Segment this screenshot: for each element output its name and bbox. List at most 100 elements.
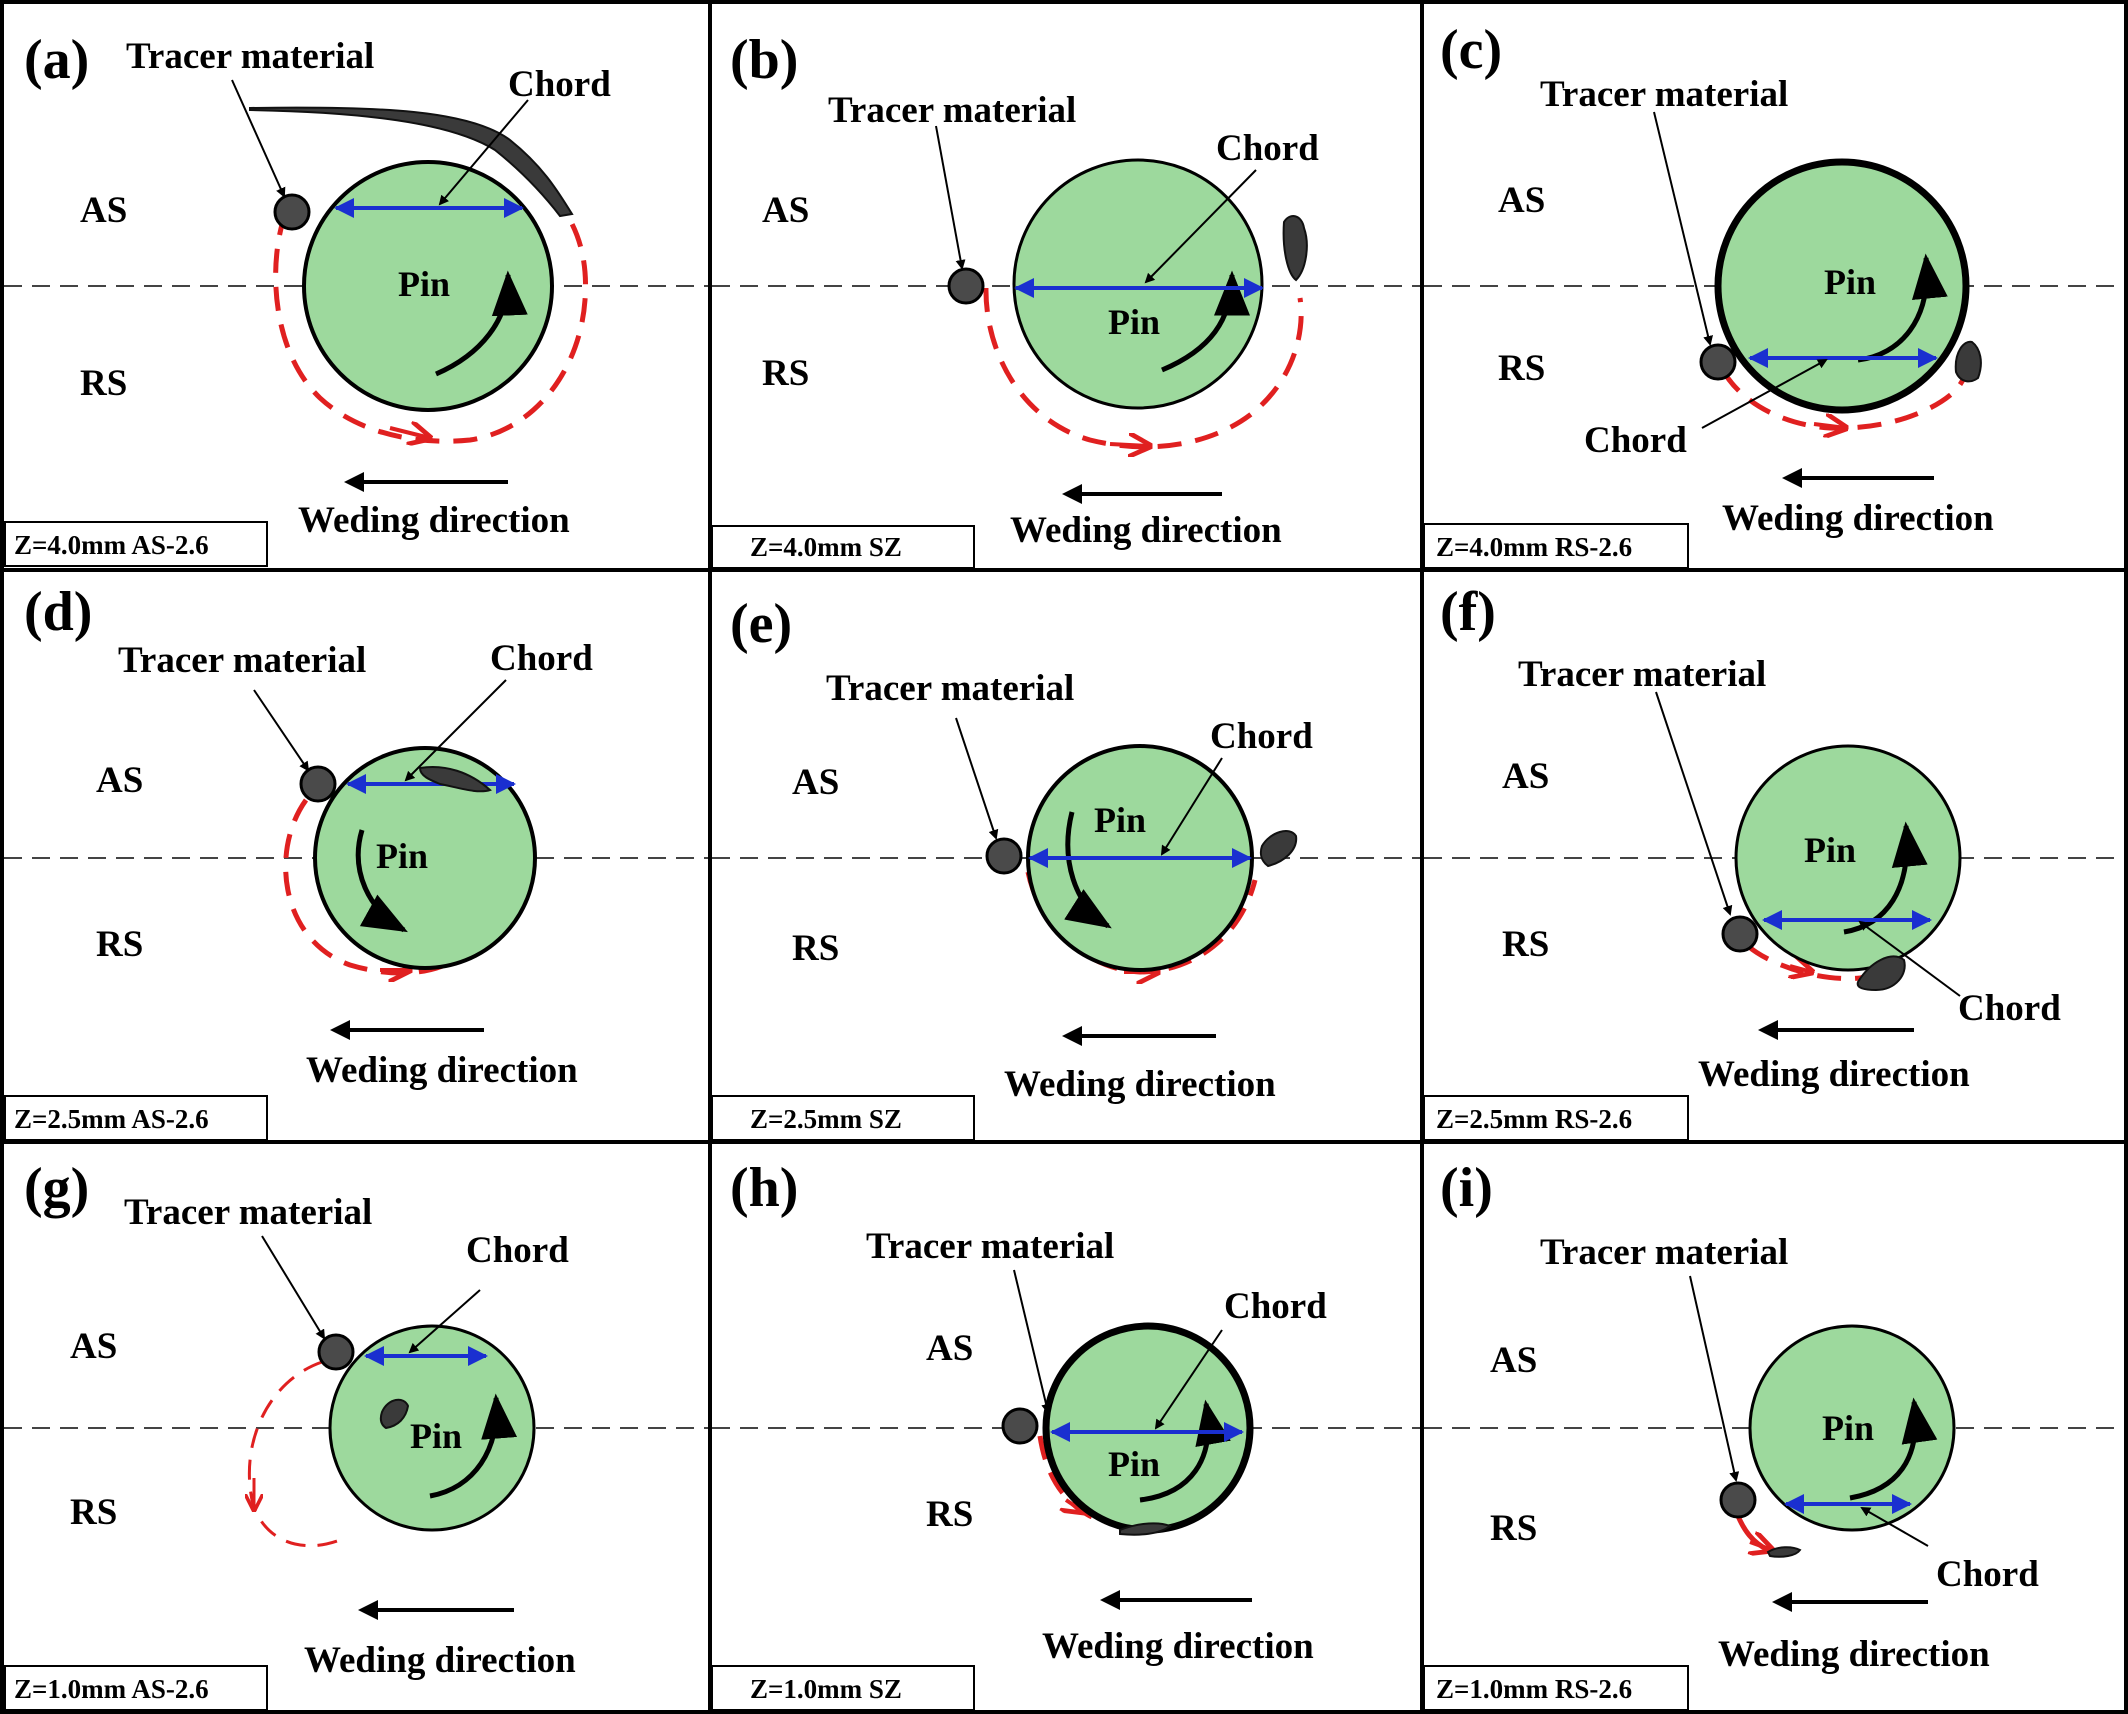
tracer-material-icon: [1719, 1481, 1757, 1519]
flow-direction-marker: [1790, 966, 1812, 972]
pin-circle: [1748, 1324, 1956, 1532]
flow-direction-marker: [1813, 424, 1846, 428]
deposited-material: [249, 106, 574, 218]
welding-direction-label: Weding direction: [1010, 510, 1282, 551]
pin-label: Pin: [1822, 1408, 1874, 1448]
pin-label: Pin: [1108, 302, 1160, 342]
panel-d: (d) Tracer material Chord AS RS Pin Wedi…: [4, 581, 708, 1141]
advancing-side-label: AS: [80, 190, 127, 231]
pin-label: Pin: [376, 836, 428, 876]
welding-direction-label: Weding direction: [304, 1640, 576, 1681]
panel-caption: Z=1.0mm AS-2.6: [14, 1674, 209, 1704]
pin-label: Pin: [1108, 1444, 1160, 1484]
rotation-arrow: [429, 1393, 518, 1499]
retreating-side-label: RS: [70, 1492, 117, 1533]
chord-label: Chord: [508, 64, 611, 105]
tracer-material-icon: [1721, 915, 1759, 953]
tracer-material-icon: [299, 765, 337, 803]
welding-direction-label: Weding direction: [306, 1050, 578, 1091]
tracer-leader: [1653, 111, 1713, 346]
caption-box: [711, 1665, 975, 1711]
rotation-arrow: [435, 270, 528, 377]
retreating-side-label: RS: [80, 363, 127, 404]
welding-direction-label: Weding direction: [298, 500, 570, 541]
tracer-material-icon: [317, 1333, 355, 1371]
tracer-material-label: Tracer material: [1540, 1232, 1788, 1273]
advancing-side-label: AS: [96, 760, 143, 801]
chord-leader: [404, 679, 507, 782]
tracer-leader: [955, 717, 999, 840]
welding-direction-label: Weding direction: [1722, 498, 1994, 539]
tracer-material-label: Tracer material: [118, 640, 366, 681]
retreating-side-label: RS: [1498, 348, 1545, 389]
panel-b: (b) Tracer material Chord AS RS Pin Wedi…: [711, 29, 1420, 569]
caption-box: [4, 521, 268, 567]
panel-letter: (g): [24, 1157, 89, 1219]
panel-i: (i) Tracer material Chord AS RS Pin Wedi…: [1423, 1157, 2124, 1711]
welding-direction-label: Weding direction: [1004, 1064, 1276, 1105]
pin-label: Pin: [1804, 830, 1856, 870]
welding-direction-label: Weding direction: [1698, 1054, 1970, 1095]
tracer-material-icon: [273, 193, 311, 231]
retreating-side-label: RS: [96, 924, 143, 965]
caption-box: [1423, 523, 1689, 569]
chord-leader: [1858, 920, 1961, 997]
chord-label: Chord: [1936, 1554, 2039, 1595]
tracer-material-icon: [1001, 1407, 1039, 1445]
tracer-leader: [1689, 1275, 1740, 1482]
pin-label: Pin: [1824, 262, 1876, 302]
chord-leader: [1701, 359, 1828, 429]
retreating-side-label: RS: [1490, 1508, 1537, 1549]
rotation-arrow: [355, 829, 408, 933]
chord-leader: [1154, 1329, 1223, 1430]
panel-g: (g) Tracer material Chord AS RS Pin Wedi…: [4, 1157, 708, 1711]
welding-direction-label: Weding direction: [1718, 1634, 1990, 1675]
tracer-material-label: Tracer material: [124, 1192, 372, 1233]
tracer-leader: [1013, 1269, 1051, 1414]
welding-direction-label: Weding direction: [1042, 1626, 1314, 1667]
pin-label: Pin: [1094, 800, 1146, 840]
tracer-material-icon: [947, 267, 985, 305]
caption-box: [1423, 1095, 1689, 1141]
panel-letter: (e): [730, 593, 792, 655]
chord-label: Chord: [1216, 128, 1319, 169]
flow-path: [273, 211, 589, 444]
retreating-side-label: RS: [1502, 924, 1549, 965]
chord-leader: [1860, 1507, 1929, 1547]
panel-caption: Z=2.5mm AS-2.6: [14, 1104, 209, 1134]
tracer-leader: [1655, 691, 1733, 916]
panel-letter: (h): [730, 1157, 798, 1219]
deposited-material: [1259, 830, 1298, 868]
panel-caption: Z=2.5mm RS-2.6: [1436, 1104, 1632, 1134]
pin-circle: [328, 1324, 536, 1532]
panel-a: (a) Tracer material Chord AS RS Pin Wedi…: [4, 29, 708, 567]
pin-circle: [1012, 158, 1264, 410]
caption-box: [1423, 1665, 1689, 1711]
caption-box: [711, 1095, 975, 1141]
tracer-material-label: Tracer material: [828, 90, 1076, 131]
flow-direction-marker: [1750, 1542, 1772, 1550]
deposited-material: [1954, 340, 1982, 383]
chord-label: Chord: [1584, 420, 1687, 461]
flow-direction-marker: [1066, 1500, 1084, 1512]
tracer-leader: [261, 1235, 326, 1340]
retreating-side-label: RS: [792, 928, 839, 969]
retreating-side-label: RS: [762, 353, 809, 394]
rotation-arrow: [1064, 811, 1112, 929]
chord-leader: [408, 1289, 481, 1354]
tracer-material-icon: [1699, 343, 1737, 381]
chord-label: Chord: [466, 1230, 569, 1271]
panel-caption: Z=4.0mm SZ: [750, 532, 902, 562]
tracer-leader: [253, 689, 310, 772]
panel-caption: Z=1.0mm RS-2.6: [1436, 1674, 1632, 1704]
panel-letter: (c): [1440, 19, 1502, 81]
advancing-side-label: AS: [926, 1328, 973, 1369]
pin-label: Pin: [410, 1416, 462, 1456]
caption-box: [4, 1665, 268, 1711]
chord-label: Chord: [1224, 1286, 1327, 1327]
deposited-material: [379, 1398, 410, 1430]
chord-label: Chord: [490, 638, 593, 679]
deposited-material: [1856, 955, 1906, 992]
